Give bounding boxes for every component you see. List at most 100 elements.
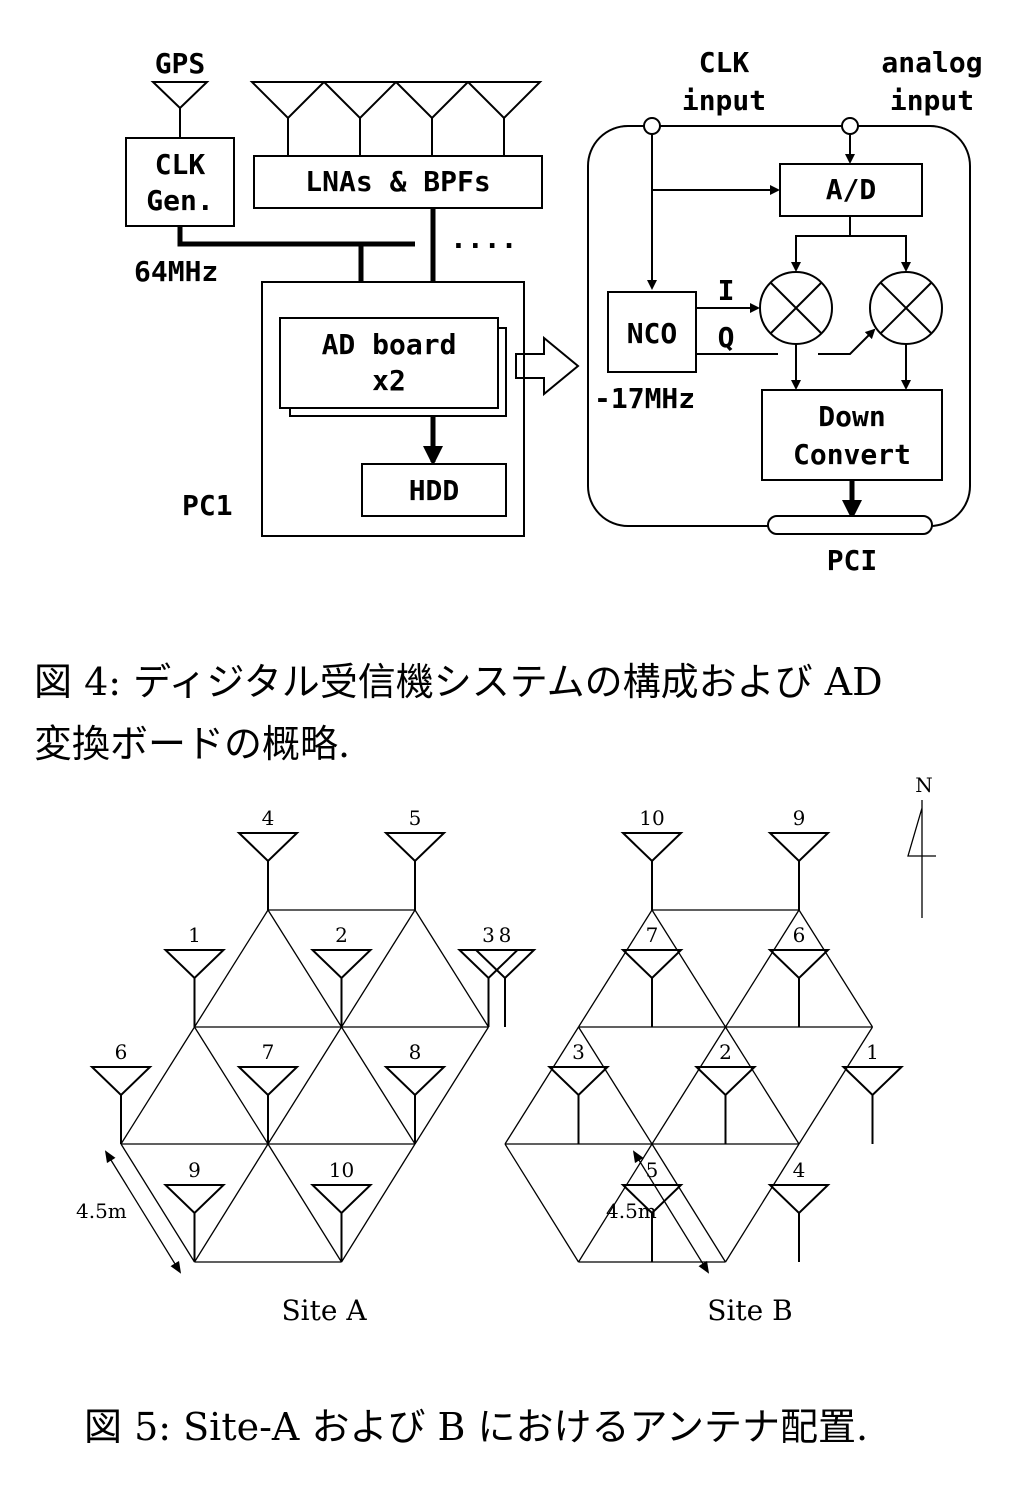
pc1-label: PC1	[182, 489, 233, 522]
freq-64-label: 64MHz	[134, 255, 218, 288]
antenna-number: 9	[188, 1158, 201, 1182]
antenna-shape	[383, 832, 447, 910]
mixer-2	[869, 271, 943, 345]
lattice-edge	[577, 909, 653, 1028]
nco-box	[607, 291, 697, 373]
antenna-shape	[310, 949, 373, 1027]
antenna-number: 8	[499, 923, 512, 947]
lattice-edge	[193, 909, 269, 1028]
antenna-shape	[89, 1066, 153, 1144]
antenna-shape	[310, 1184, 373, 1262]
expand-arrow-icon	[515, 335, 580, 397]
north-arrow-shape	[907, 800, 936, 918]
lattice-edge	[193, 1026, 269, 1145]
clk-line	[177, 226, 415, 247]
nco-freq-label: -17MHz	[594, 382, 695, 415]
lattice-edge	[414, 909, 490, 1028]
antenna-shape	[473, 949, 537, 1027]
array-antenna-icon	[465, 81, 543, 156]
antenna-number: 5	[409, 806, 422, 830]
antenna-shape	[694, 1066, 757, 1144]
antenna-shape	[620, 949, 684, 1027]
antenna-number: 8	[409, 1040, 422, 1064]
clk-input-terminal	[643, 117, 661, 135]
antenna-shape	[767, 832, 831, 910]
antenna-number: 3	[572, 1040, 585, 1064]
antenna-icon: 2	[310, 923, 373, 1027]
antenna-shape	[547, 1066, 610, 1144]
ad-board-label-1: AD board	[322, 328, 457, 361]
antenna-number: 4	[793, 1158, 806, 1182]
lattice-edge	[267, 1143, 343, 1263]
lattice-edge	[724, 909, 800, 1028]
fig4-caption-line2: 変換ボードの概略.	[34, 722, 350, 766]
antenna-shape	[163, 949, 226, 1027]
down-convert-label-2: Convert	[793, 438, 911, 471]
lattice-edge	[724, 1143, 800, 1263]
antenna-icon: 7	[236, 1040, 300, 1144]
antenna-icon: 10	[620, 806, 684, 910]
array-antenna-icon	[321, 81, 399, 156]
lattice-edge	[577, 1026, 653, 1145]
site-a-distance-label: 4.5m	[76, 1199, 127, 1223]
clk-input-label-1: CLK	[699, 46, 750, 79]
antenna-icon: 4	[767, 1158, 831, 1262]
clk-gen-box	[125, 137, 235, 227]
gps-label: GPS	[155, 47, 206, 80]
lattice-edge	[340, 909, 416, 1028]
antenna-shape	[841, 1066, 904, 1144]
fig5-caption: 図 5: Site-A および B におけるアンテナ配置.	[84, 1405, 868, 1449]
lnas-bpfs-box	[253, 155, 543, 209]
antenna-icon: 10	[310, 1158, 373, 1262]
antenna-icon: 1	[841, 1040, 904, 1144]
north-arrow-icon: N	[907, 773, 936, 918]
mixer-1	[759, 271, 833, 345]
antenna-icon: 7	[620, 923, 684, 1027]
lattice-edge	[414, 1026, 490, 1145]
site-b-distance-arrow	[632, 1150, 710, 1274]
lattice-edge	[120, 1026, 196, 1145]
antenna-shape	[620, 1184, 684, 1262]
nco-label: NCO	[627, 317, 678, 350]
antenna-icon: 3	[457, 923, 520, 1027]
ad-to-mixers-line	[795, 216, 907, 270]
ad-board-label-2: x2	[372, 364, 406, 397]
antenna-icon: 8	[473, 923, 537, 1027]
site-a-label: Site A	[281, 1294, 367, 1327]
i-label: I	[718, 274, 735, 307]
antenna-shape	[236, 832, 300, 910]
lattice-edge	[340, 1143, 416, 1263]
lattice-edge	[651, 909, 727, 1028]
gps-antenna-icon	[150, 81, 210, 138]
pci-bus	[767, 515, 933, 535]
lattice-edge	[651, 1026, 727, 1145]
antenna-number: 1	[866, 1040, 879, 1064]
q-label: Q	[718, 321, 735, 354]
site-a-distance-arrow	[104, 1150, 182, 1274]
antenna-icon: 2	[694, 1040, 757, 1144]
lattice-edge	[724, 1026, 800, 1145]
antenna-number: 1	[188, 923, 201, 947]
antenna-number: 9	[793, 806, 806, 830]
antenna-number: 10	[329, 1158, 354, 1182]
antenna-icon: 9	[767, 806, 831, 910]
array-antenna-icon	[249, 81, 327, 156]
antenna-number: 10	[639, 806, 664, 830]
antenna-shape	[163, 1184, 226, 1262]
multiply-icon	[880, 282, 932, 334]
fig4-caption-line1: 図 4: ディジタル受信機システムの構成および AD	[34, 660, 883, 704]
ad-converter-label: A/D	[826, 173, 877, 206]
site-b-distance-label: 4.5m	[606, 1199, 657, 1223]
hdd-label: HDD	[409, 474, 460, 507]
fig4-left-diagram: GPS CLK Gen. 64MHz LNAs & BPFs .... PC1 …	[125, 47, 580, 537]
antenna-shape	[383, 1066, 447, 1144]
lattice-edge	[798, 1026, 874, 1145]
antenna-shape	[620, 832, 684, 910]
lattice-edge	[798, 909, 874, 1028]
antenna-number: 3	[482, 923, 495, 947]
lattice-edge	[504, 1143, 580, 1263]
ad-converter-box	[779, 163, 923, 217]
